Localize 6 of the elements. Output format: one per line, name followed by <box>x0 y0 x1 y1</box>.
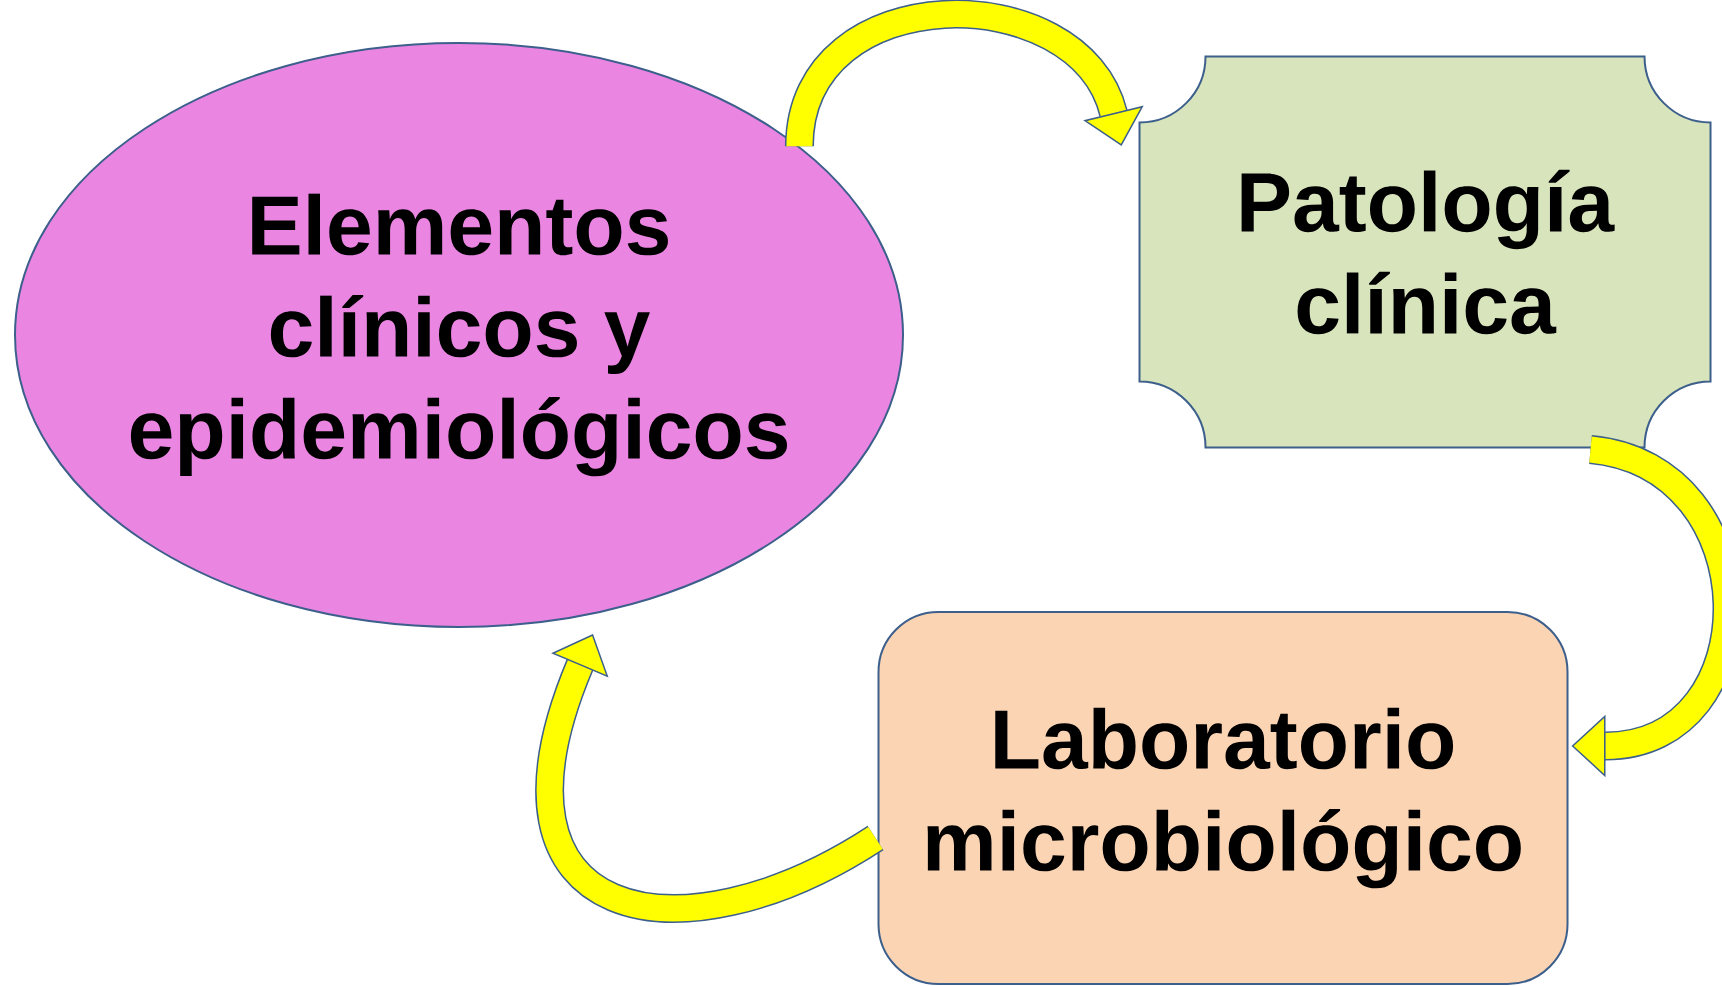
curved-arrow <box>1571 435 1722 778</box>
ellipse-node: Elementos clínicos y epidemiológicos <box>14 42 904 628</box>
plaque-box: Patología clínica <box>1138 55 1712 449</box>
curved-arrow <box>785 0 1144 149</box>
curved-arrow <box>535 634 883 923</box>
rounded-box: Laboratorio microbiológico <box>877 611 1569 985</box>
